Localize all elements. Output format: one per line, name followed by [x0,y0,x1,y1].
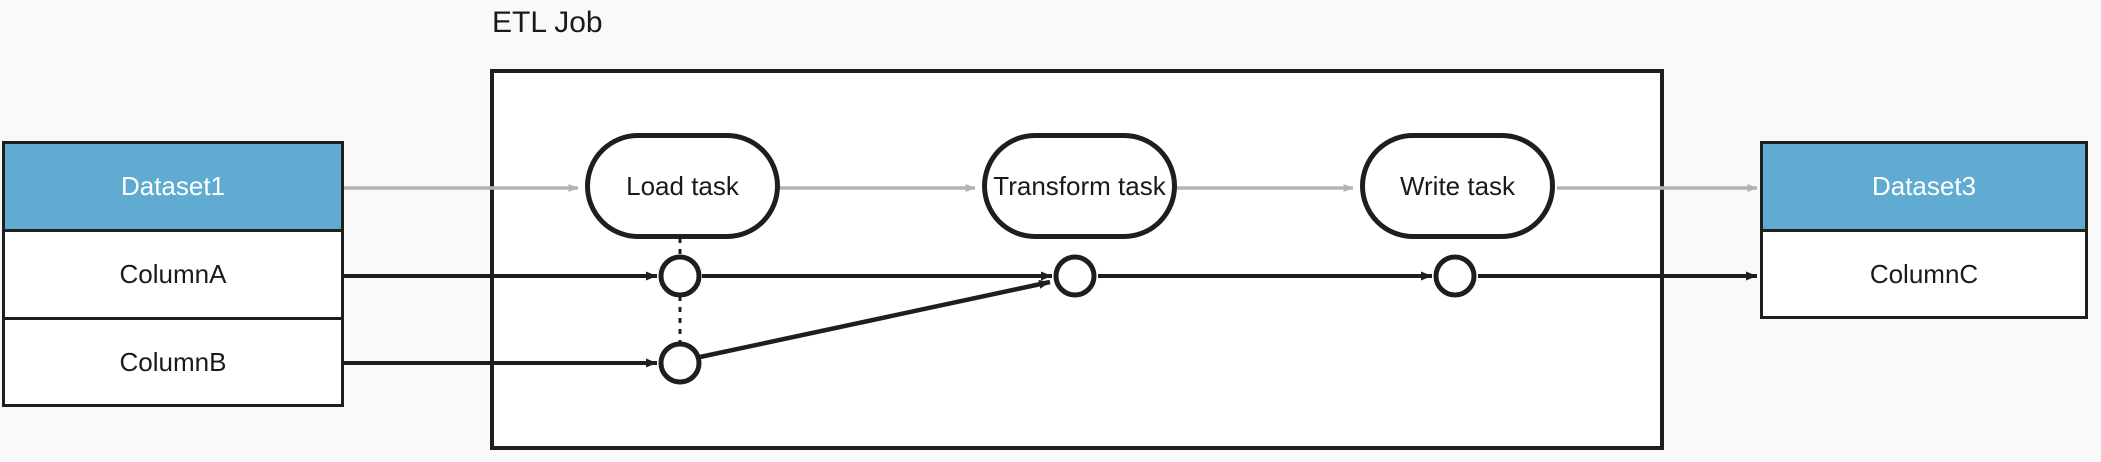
task-label-write: Write task [1399,170,1516,201]
dataset-header-target: Dataset3 [1763,144,2085,232]
dataset-table-target[interactable]: Dataset3 ColumnC [1760,141,2088,319]
task-node-write[interactable]: Write task [1360,133,1555,239]
task-label-load: Load task [626,170,739,201]
dataset-column-columnc[interactable]: ColumnC [1763,232,2085,316]
task-node-load[interactable]: Load task [585,133,780,239]
port-transform-port[interactable] [1053,254,1097,298]
dataset-column-columnb[interactable]: ColumnB [5,320,341,404]
task-label-transform: Transform task [993,170,1166,201]
dataset-table-source[interactable]: Dataset1 ColumnA ColumnB [2,141,344,407]
port-load-port-b[interactable] [658,341,702,385]
dataset-header-source: Dataset1 [5,144,341,232]
port-load-port-a[interactable] [658,254,702,298]
edge-load-port-b-to-transform-port [699,279,1051,360]
task-node-transform[interactable]: Transform task [982,133,1177,239]
etl-job-title: ETL Job [492,6,603,39]
port-write-port[interactable] [1433,254,1477,298]
dataset-column-columna[interactable]: ColumnA [5,232,341,320]
